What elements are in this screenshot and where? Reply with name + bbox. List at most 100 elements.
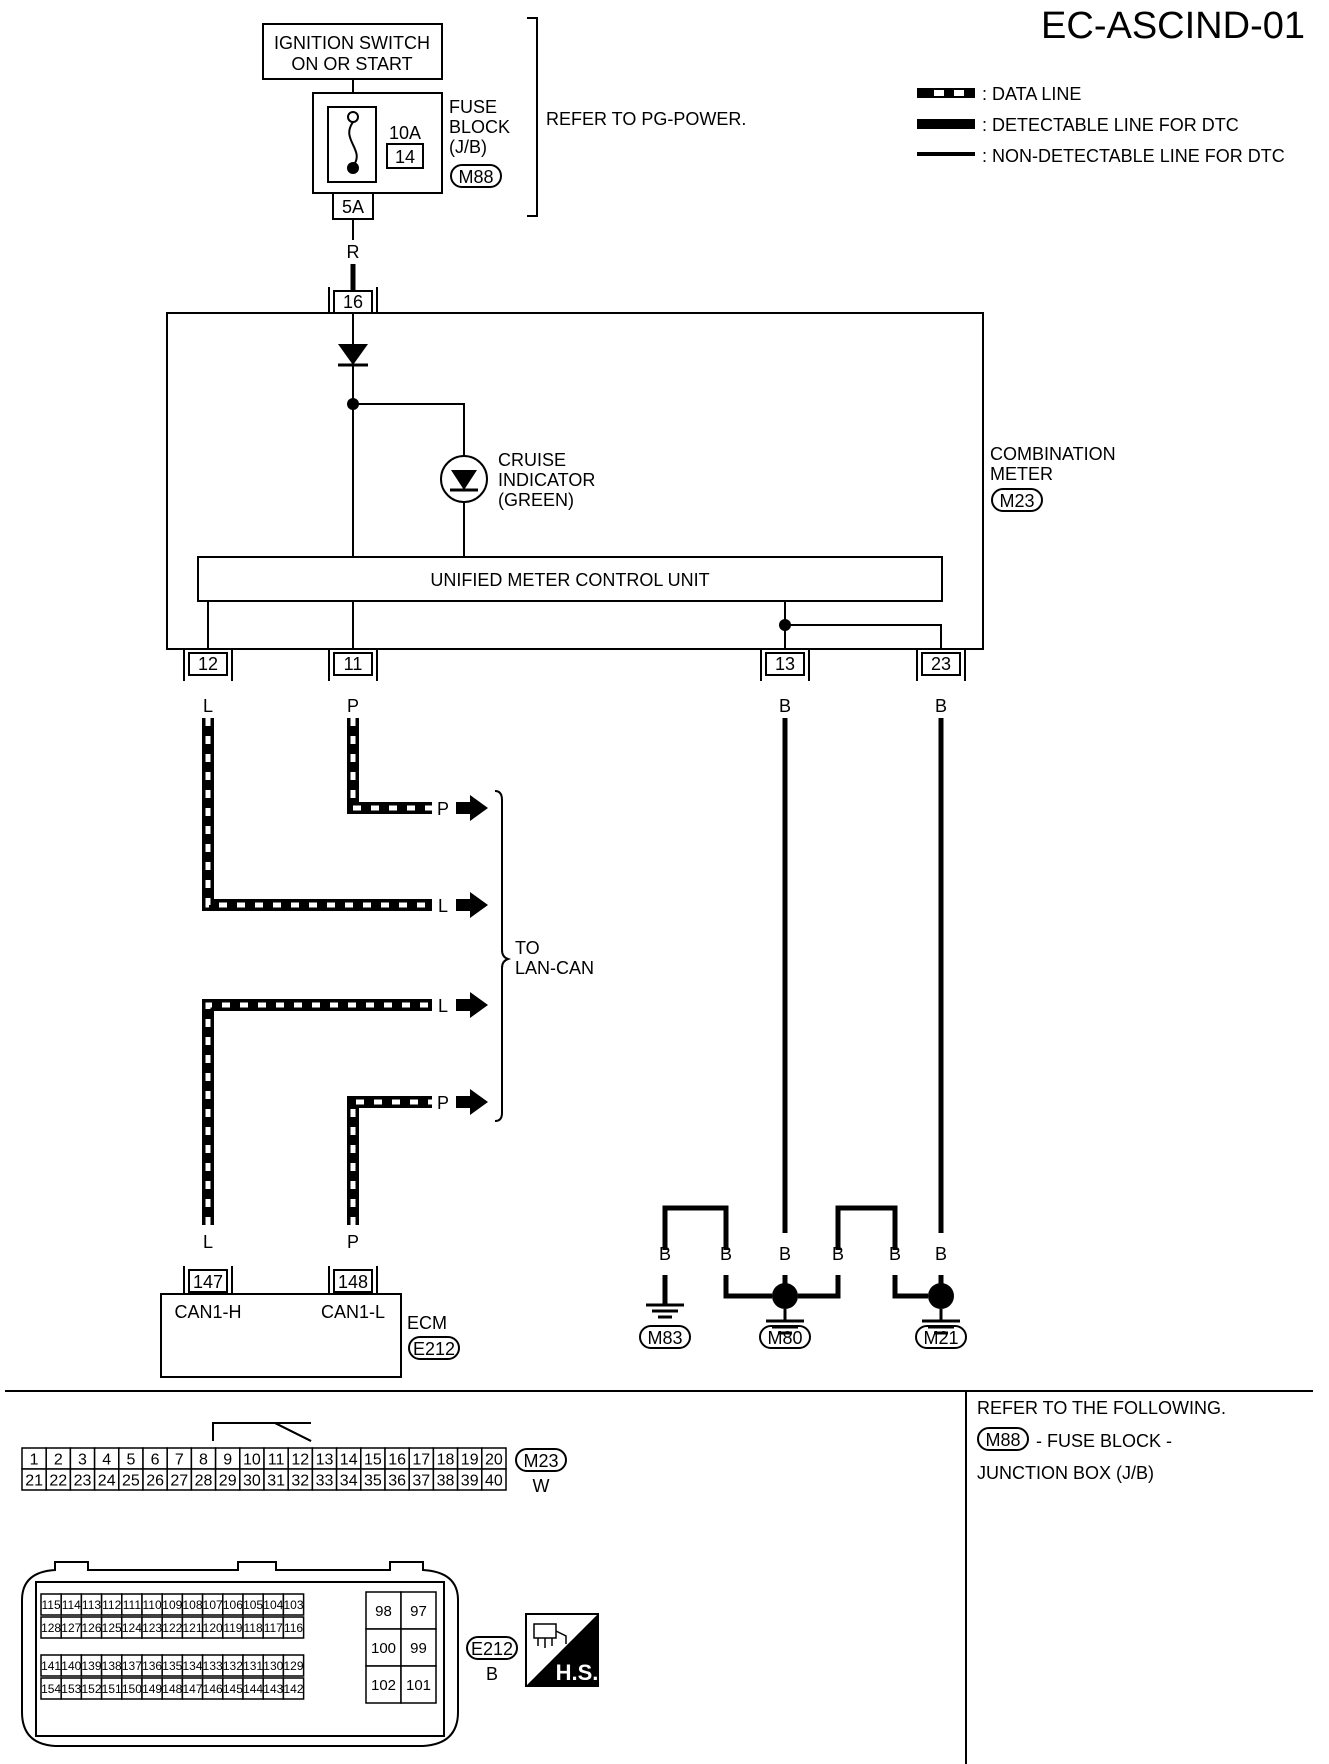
e212-pin: 123 bbox=[141, 1616, 163, 1639]
e212-pin: 98 bbox=[365, 1591, 402, 1630]
m23-pin: 15 bbox=[360, 1447, 386, 1470]
ecm-label: ECM bbox=[407, 1313, 447, 1333]
e212-pin-label: 100 bbox=[371, 1640, 396, 1657]
e212-pin: 122 bbox=[161, 1616, 184, 1639]
e212-pin: 148 bbox=[161, 1677, 184, 1700]
e212-pin-label: 139 bbox=[81, 1659, 101, 1673]
fuse-terminal: 5A bbox=[342, 197, 364, 217]
e212-pin-label: 128 bbox=[41, 1621, 61, 1635]
e212-pin-label: 119 bbox=[223, 1621, 242, 1635]
m23-pin-label: 22 bbox=[49, 1472, 67, 1489]
e212-pin-label: 122 bbox=[162, 1621, 182, 1635]
arrow-label-p2: P bbox=[437, 1093, 449, 1113]
m23-pin-label: 6 bbox=[151, 1451, 160, 1468]
e212-pin-label: 113 bbox=[82, 1598, 101, 1612]
m23-pin-label: 7 bbox=[175, 1451, 184, 1468]
m23-pin-label: 27 bbox=[170, 1472, 188, 1489]
reference-desc2: JUNCTION BOX (J/B) bbox=[977, 1463, 1154, 1483]
e212-pin-label: 127 bbox=[61, 1621, 81, 1635]
m23-pin: 10 bbox=[239, 1447, 265, 1470]
indicator-line1: CRUISE bbox=[498, 450, 566, 470]
m23-pin-label: 8 bbox=[199, 1451, 208, 1468]
fuse-rating: 10A bbox=[389, 123, 421, 143]
e212-pin: 112 bbox=[100, 1593, 123, 1616]
page-code: EC-ASCIND-01 bbox=[1041, 5, 1305, 47]
m23-pin: 11 bbox=[263, 1447, 289, 1470]
ecm-connector: E212 bbox=[413, 1339, 455, 1359]
arrow-right-icon bbox=[456, 892, 488, 918]
meter-terminal-12: 12 bbox=[198, 654, 218, 674]
arrow-right-icon bbox=[456, 1089, 488, 1115]
m23-pin-label: 33 bbox=[316, 1472, 334, 1489]
e212-pin-label: 140 bbox=[61, 1659, 81, 1673]
m23-pin-label: 21 bbox=[25, 1472, 43, 1489]
arrow-right-icon bbox=[456, 992, 488, 1018]
wire-color-b-g1b: B bbox=[720, 1244, 732, 1264]
e212-pin-label: 120 bbox=[203, 1621, 223, 1635]
e212-pin: 137 bbox=[121, 1654, 143, 1677]
ground-wiring bbox=[662, 718, 944, 1304]
meter-terminal-13: 13 bbox=[775, 654, 795, 674]
unified-meter-control-unit bbox=[197, 556, 943, 602]
ecm-can-h: CAN1-H bbox=[174, 1302, 241, 1322]
e212-pin: 142 bbox=[282, 1677, 305, 1700]
m23-pin: 39 bbox=[456, 1468, 483, 1491]
e212-pin-label: 106 bbox=[223, 1598, 243, 1612]
e212-pin-label: 112 bbox=[102, 1598, 121, 1612]
e212-pin: 116 bbox=[282, 1616, 305, 1639]
m23-pin: 32 bbox=[287, 1468, 314, 1491]
e212-pin: 131 bbox=[242, 1654, 264, 1677]
e212-pin-label: 147 bbox=[182, 1682, 202, 1696]
m23-pin-label: 38 bbox=[437, 1472, 455, 1489]
e212-pin-label: 149 bbox=[142, 1682, 162, 1696]
ground-junction bbox=[772, 1283, 798, 1309]
lan-can-line2: LAN-CAN bbox=[515, 958, 594, 978]
e212-pin-label: 153 bbox=[61, 1682, 81, 1696]
meter-label1: COMBINATION bbox=[990, 444, 1116, 464]
m23-pin-label: 14 bbox=[340, 1451, 358, 1468]
m23-pin: 12 bbox=[287, 1447, 314, 1470]
wire-color-b-g2b: B bbox=[832, 1244, 844, 1264]
m23-code: M23 bbox=[523, 1451, 558, 1471]
e212-pin: 117 bbox=[262, 1616, 285, 1639]
fuse-connector: M88 bbox=[458, 167, 493, 187]
reference-connector: M88 bbox=[985, 1430, 1020, 1450]
e212-pin: 106 bbox=[222, 1593, 244, 1616]
m23-pin: 24 bbox=[93, 1468, 120, 1491]
e212-pin-label: 145 bbox=[223, 1682, 243, 1696]
lan-can-line1: TO bbox=[515, 938, 540, 958]
m23-pin: 26 bbox=[142, 1468, 168, 1491]
m23-pin: 33 bbox=[311, 1468, 338, 1491]
e212-pin-label: 123 bbox=[142, 1621, 162, 1635]
e212-pin: 154 bbox=[40, 1677, 62, 1700]
ground-m21: M21 bbox=[915, 1283, 967, 1349]
e212-pin: 126 bbox=[80, 1616, 103, 1639]
m23-pin-label: 25 bbox=[122, 1472, 140, 1489]
m23-pin: 34 bbox=[335, 1468, 362, 1491]
m23-pin-label: 32 bbox=[291, 1472, 309, 1489]
e212-pin: 139 bbox=[80, 1654, 103, 1677]
e212-pin-label: 110 bbox=[143, 1598, 162, 1612]
m23-pin-label: 18 bbox=[437, 1451, 455, 1468]
e212-pin-label: 154 bbox=[41, 1682, 61, 1696]
ecm-can-l: CAN1-L bbox=[321, 1302, 385, 1322]
m23-pin-label: 36 bbox=[388, 1472, 406, 1489]
ground-junction bbox=[928, 1283, 954, 1309]
m23-pin-label: 10 bbox=[243, 1451, 261, 1468]
m23-pin-label: 28 bbox=[195, 1472, 213, 1489]
m23-pin: 3 bbox=[69, 1447, 96, 1470]
e212-pin: 108 bbox=[181, 1593, 204, 1616]
legend-detectable-swatch bbox=[917, 119, 975, 129]
ground-m83-label: M83 bbox=[647, 1328, 682, 1348]
m23-pin-label: 39 bbox=[461, 1472, 479, 1489]
e212-pin: 138 bbox=[100, 1654, 123, 1677]
e212-pin-label: 107 bbox=[203, 1598, 223, 1612]
e212-pin-label: 150 bbox=[122, 1682, 142, 1696]
e212-pin: 121 bbox=[181, 1616, 204, 1639]
e212-pin-label: 99 bbox=[410, 1640, 427, 1657]
e212-pin: 146 bbox=[201, 1677, 224, 1700]
legend-data-line: : DATA LINE bbox=[982, 84, 1081, 104]
m23-pin-label: 3 bbox=[78, 1451, 87, 1468]
indicator-line3: (GREEN) bbox=[498, 490, 574, 510]
meter-terminals: 12 11 13 23 bbox=[183, 649, 966, 681]
